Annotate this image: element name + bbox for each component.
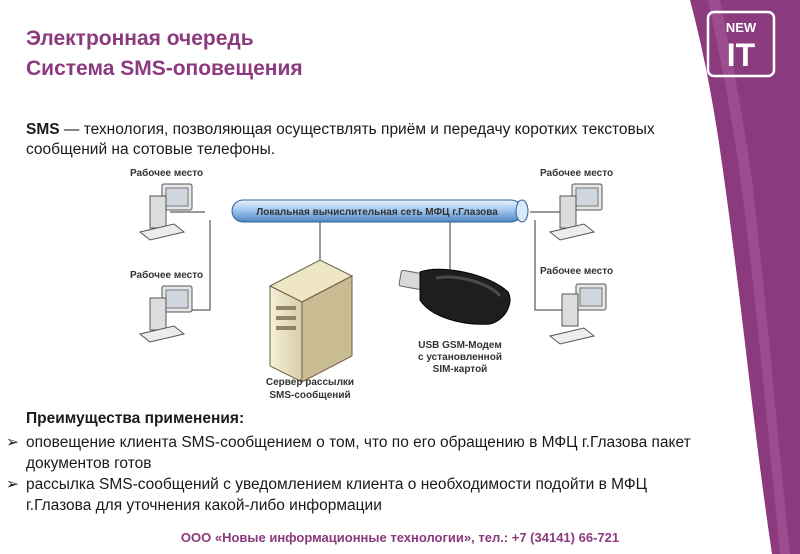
advantage-item: ➢ оповещение клиента SMS-сообщением о то…	[6, 432, 706, 474]
advantages-list: ➢ оповещение клиента SMS-сообщением о то…	[6, 432, 706, 516]
workstation-label: Рабочее место	[130, 167, 203, 179]
sms-server: Сервер рассылки SMS-сообщений	[266, 259, 354, 401]
modem-label-1: USB GSM-Модем	[418, 340, 501, 351]
arrow-bullet-icon: ➢	[6, 476, 19, 493]
advantage-item: ➢ рассылка SMS-сообщений с уведомлением …	[6, 474, 706, 516]
intro-term: SMS	[26, 121, 60, 138]
usb-gsm-modem: USB GSM-Модем с установленной SIM-картой	[398, 268, 511, 375]
footer-contact: ООО «Новые информационные технологии», т…	[180, 530, 620, 545]
workstation-label: Рабочее место	[540, 265, 613, 277]
advantages-title: Преимущества применения:	[26, 410, 245, 427]
intro-paragraph: SMS — технология, позволяющая осуществля…	[26, 120, 676, 160]
workstation-bottom-right: Рабочее место	[540, 265, 613, 345]
advantage-text: оповещение клиента SMS-сообщением о том,…	[26, 434, 691, 472]
new-it-logo: NEW IT	[706, 10, 776, 78]
workstation-top-right: Рабочее место	[540, 167, 613, 241]
modem-label-3: SIM-картой	[433, 364, 488, 375]
network-label: Локальная вычислительная сеть МФЦ г.Глаз…	[256, 207, 498, 218]
server-label-1: Сервер рассылки	[266, 377, 354, 388]
advantage-text: рассылка SMS-сообщений с уведомлением кл…	[26, 476, 648, 514]
workstation-top-left: Рабочее место	[130, 167, 203, 241]
page-title: Электронная очередь Система SMS-оповещен…	[26, 24, 303, 84]
svg-text:NEW: NEW	[726, 20, 757, 35]
intro-text: — технология, позволяющая осуществлять п…	[26, 121, 655, 158]
workstation-bottom-left: Рабочее место	[130, 269, 203, 343]
workstation-label: Рабочее место	[540, 167, 613, 179]
network-diagram: Локальная вычислительная сеть МФЦ г.Глаз…	[130, 167, 613, 401]
title-line-1: Электронная очередь	[26, 27, 254, 50]
modem-label-2: с установленной	[418, 352, 502, 363]
workstation-label: Рабочее место	[130, 269, 203, 281]
server-label-2: SMS-сообщений	[269, 389, 350, 401]
svg-text:IT: IT	[727, 37, 756, 73]
network-pipe: Локальная вычислительная сеть МФЦ г.Глаз…	[231, 199, 529, 223]
arrow-bullet-icon: ➢	[6, 434, 19, 451]
title-line-2: Система SMS-оповещения	[26, 57, 303, 80]
